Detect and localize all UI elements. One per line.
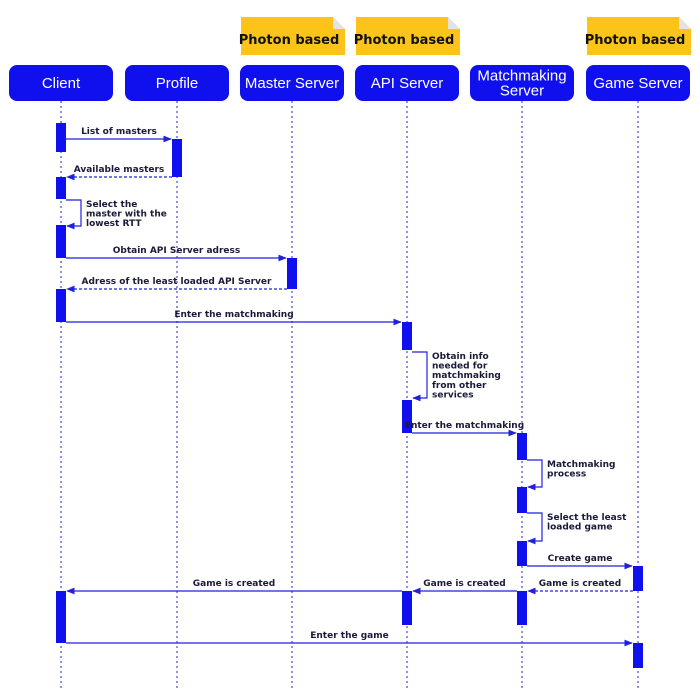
message-label: Obtain API Server adress	[113, 246, 240, 256]
self-message-arrow	[66, 199, 82, 230]
message-label: services	[432, 390, 474, 400]
message-label: lowest RTT	[86, 219, 142, 229]
activation-client	[56, 225, 66, 258]
note-label: Photon based	[585, 33, 686, 48]
message-label: List of masters	[81, 127, 157, 137]
participant-label: API Server	[371, 75, 444, 92]
participant-box	[355, 65, 459, 101]
activation-api	[402, 591, 412, 625]
message-label: Obtain info	[432, 352, 489, 362]
message-label: Game is created	[539, 579, 621, 589]
message-label: process	[547, 470, 586, 480]
message-label: Adress of the least loaded API Server	[82, 277, 273, 287]
self-message-arrow	[527, 459, 543, 491]
message-13: Game is created	[66, 579, 402, 595]
activation-matchmaking	[517, 487, 527, 513]
message-label: Select the least	[547, 513, 627, 523]
participant-label: Game Server	[593, 75, 682, 92]
participant-master: Master Server	[240, 65, 344, 101]
note-label: Photon based	[354, 33, 455, 48]
note-api: Photon based	[354, 17, 460, 55]
message-label: Enter the matchmaking	[174, 310, 293, 320]
activation-game	[633, 566, 643, 591]
message-label: Game is created	[423, 579, 505, 589]
activation-game	[633, 643, 643, 668]
activation-client	[56, 177, 66, 199]
message-label: Game is created	[193, 579, 275, 589]
message-4: Adress of the least loaded API Server	[66, 277, 287, 293]
message-5: Enter the matchmaking	[66, 310, 402, 326]
note-body	[356, 17, 460, 55]
message-7: Enter the matchmaking	[405, 421, 524, 437]
activation-client	[56, 123, 66, 152]
activation-master	[287, 258, 297, 289]
participant-client: Client	[9, 65, 113, 101]
participant-box	[125, 65, 229, 101]
activation-matchmaking	[517, 541, 527, 566]
note-fold	[679, 17, 691, 29]
activation-profile	[172, 139, 182, 177]
message-0: List of masters	[66, 127, 172, 143]
activation-client	[56, 289, 66, 322]
message-label: matchmaking	[432, 371, 501, 381]
note-fold	[333, 17, 345, 29]
activation-matchmaking	[517, 591, 527, 625]
participant-box	[240, 65, 344, 101]
message-label: Enter the matchmaking	[405, 421, 524, 431]
activation-api	[402, 322, 412, 350]
message-label: Matchmaking	[547, 460, 615, 470]
participant-label: Server	[500, 83, 544, 100]
activation-api	[402, 400, 412, 433]
note-game: Photon based	[585, 17, 691, 55]
self-message-arrow	[527, 512, 543, 545]
message-14: Enter the game	[66, 631, 633, 647]
participant-label: Client	[42, 75, 81, 92]
participant-box	[586, 65, 690, 101]
note-body	[241, 17, 345, 55]
message-3: Obtain API Server adress	[66, 246, 287, 262]
message-label: needed for	[432, 362, 488, 372]
message-label: master with the	[86, 210, 167, 220]
message-1: Available masters	[66, 165, 172, 181]
message-label: Select the	[86, 200, 137, 210]
participant-api: API Server	[355, 65, 459, 101]
participant-profile: Profile	[125, 65, 229, 101]
activation-client	[56, 591, 66, 643]
note-label: Photon based	[239, 33, 340, 48]
message-label: from other	[432, 381, 487, 391]
participant-label: Profile	[156, 75, 199, 92]
note-fold	[448, 17, 460, 29]
message-label: Enter the game	[310, 631, 388, 641]
self-message-arrow	[412, 351, 428, 402]
participant-label: Matchmaking	[477, 68, 566, 85]
message-label: Available masters	[74, 165, 165, 175]
participant-box	[470, 65, 574, 101]
message-11: Game is created	[527, 579, 633, 595]
activation-matchmaking	[517, 433, 527, 460]
participant-box	[9, 65, 113, 101]
message-10: Create game	[527, 554, 633, 570]
note-master: Photon based	[239, 17, 345, 55]
message-label: loaded game	[547, 523, 612, 533]
participant-label: Master Server	[245, 75, 339, 92]
message-12: Game is created	[412, 579, 517, 595]
note-body	[587, 17, 691, 55]
message-label: Create game	[548, 554, 613, 564]
participant-game: Game Server	[586, 65, 690, 101]
